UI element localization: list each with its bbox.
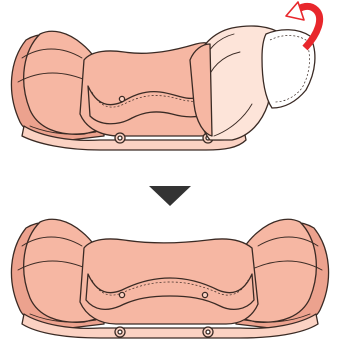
- snap-button: [115, 327, 125, 337]
- step-before-illustration: [11, 2, 319, 150]
- snap-button: [203, 327, 213, 337]
- snap-dot: [119, 96, 124, 101]
- step-after-illustration: [11, 219, 328, 338]
- snap-dot: [119, 292, 124, 297]
- down-triangle-arrow-icon: [149, 186, 191, 206]
- snap-dot: [202, 292, 207, 297]
- snap-button: [115, 133, 125, 143]
